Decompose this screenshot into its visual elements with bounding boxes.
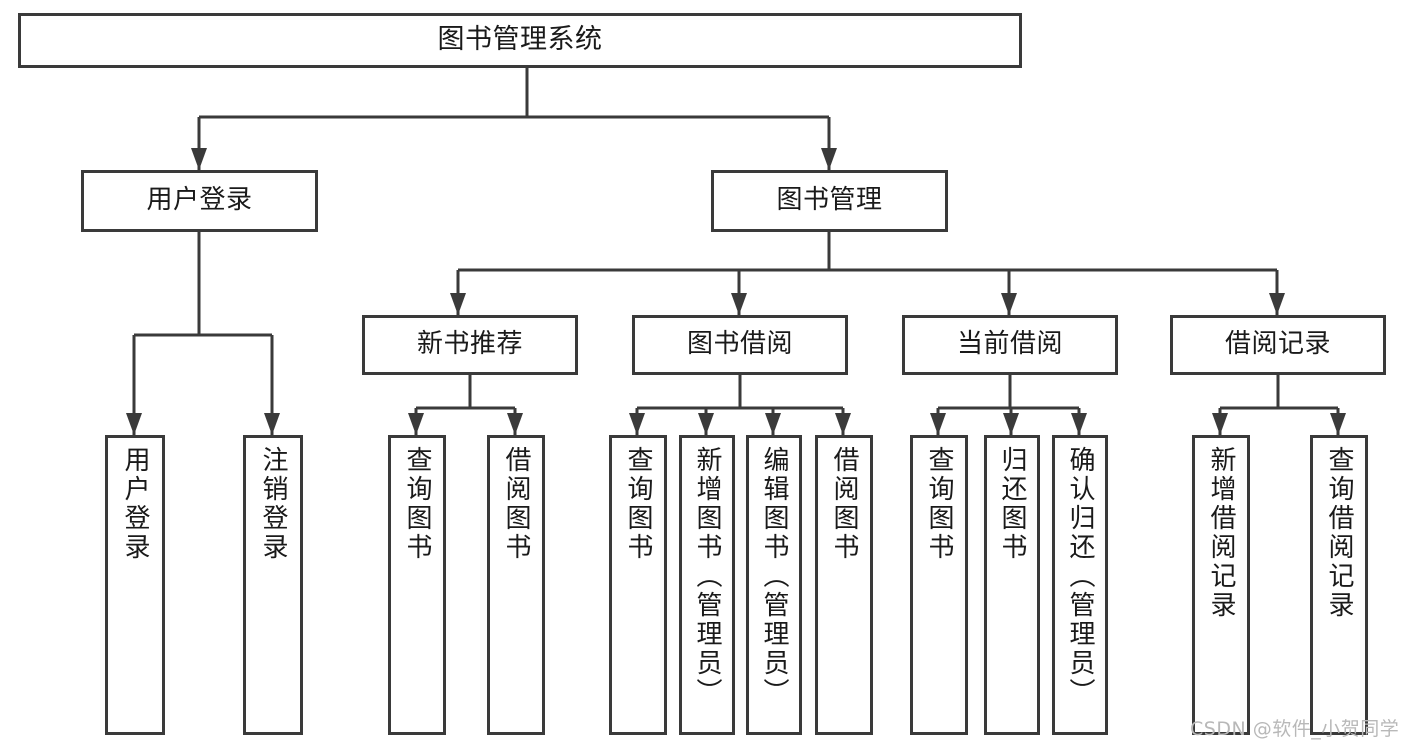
node-label-leaf-rec-borrow: 借阅图书: [501, 446, 531, 562]
node-label-book-manage: 图书管理: [776, 185, 883, 216]
edge-arrowhead-root-to-level1-1: [821, 148, 837, 170]
node-leaf-user-logout[interactable]: 注销登录: [243, 435, 303, 735]
edge-arrowhead-newbookrec-children-1: [507, 413, 523, 435]
edge-arrowhead-bookborrow-children-3: [835, 413, 851, 435]
edge-arrowhead-currentborrow-children-2: [1071, 413, 1087, 435]
edge-arrowhead-bookmanage-children-2: [1001, 293, 1017, 315]
node-book-manage[interactable]: 图书管理: [711, 170, 948, 232]
edge-arrowhead-bookmanage-children-0: [450, 293, 466, 315]
node-label-leaf-bb-add: 新增图书（管理员）: [692, 446, 722, 707]
edge-arrowhead-userlogin-children-1: [264, 413, 280, 435]
node-root[interactable]: 图书管理系统: [18, 13, 1022, 68]
node-label-borrow-record: 借阅记录: [1224, 329, 1331, 360]
node-leaf-bb-add[interactable]: 新增图书（管理员）: [679, 435, 735, 735]
node-label-leaf-bb-query: 查询图书: [623, 446, 653, 562]
node-leaf-cb-return[interactable]: 归还图书: [984, 435, 1040, 735]
edge-arrowhead-bookmanage-children-1: [731, 293, 747, 315]
node-borrow-record[interactable]: 借阅记录: [1170, 315, 1386, 375]
node-label-new-book-rec: 新书推荐: [416, 329, 523, 360]
node-leaf-cb-query[interactable]: 查询图书: [910, 435, 968, 735]
node-user-login[interactable]: 用户登录: [81, 170, 318, 232]
edge-arrowhead-borrowrecord-children-0: [1212, 413, 1228, 435]
edge-arrowhead-bookborrow-children-1: [698, 413, 714, 435]
node-label-leaf-cb-return: 归还图书: [997, 446, 1027, 562]
node-leaf-cb-confirm[interactable]: 确认归还（管理员）: [1052, 435, 1108, 735]
node-leaf-user-login[interactable]: 用户登录: [105, 435, 165, 735]
edge-arrowhead-currentborrow-children-0: [930, 413, 946, 435]
node-leaf-br-add[interactable]: 新增借阅记录: [1192, 435, 1250, 735]
node-label-leaf-bb-borrow: 借阅图书: [829, 446, 859, 562]
node-leaf-bb-borrow[interactable]: 借阅图书: [815, 435, 873, 735]
node-label-leaf-user-logout: 注销登录: [258, 446, 288, 562]
node-label-root: 图书管理系统: [437, 24, 603, 56]
node-leaf-br-query[interactable]: 查询借阅记录: [1310, 435, 1368, 735]
edge-arrowhead-bookborrow-children-0: [629, 413, 645, 435]
node-leaf-rec-borrow[interactable]: 借阅图书: [487, 435, 545, 735]
edge-arrowhead-currentborrow-children-1: [1003, 413, 1019, 435]
edge-arrowhead-bookborrow-children-2: [765, 413, 781, 435]
node-new-book-rec[interactable]: 新书推荐: [362, 315, 578, 375]
node-label-leaf-br-query: 查询借阅记录: [1324, 446, 1354, 620]
node-label-leaf-rec-query: 查询图书: [402, 446, 432, 562]
node-label-leaf-bb-edit: 编辑图书（管理员）: [759, 446, 789, 707]
node-leaf-bb-edit[interactable]: 编辑图书（管理员）: [746, 435, 802, 735]
node-label-leaf-cb-confirm: 确认归还（管理员）: [1065, 446, 1095, 707]
edge-arrowhead-bookmanage-children-3: [1269, 293, 1285, 315]
edge-arrowhead-userlogin-children-0: [126, 413, 142, 435]
node-label-current-borrow: 当前借阅: [956, 329, 1063, 360]
edge-arrowhead-root-to-level1-0: [191, 148, 207, 170]
edge-arrowhead-newbookrec-children-0: [408, 413, 424, 435]
node-label-book-borrow: 图书借阅: [686, 329, 793, 360]
node-book-borrow[interactable]: 图书借阅: [632, 315, 848, 375]
edge-arrowhead-borrowrecord-children-1: [1330, 413, 1346, 435]
node-current-borrow[interactable]: 当前借阅: [902, 315, 1118, 375]
node-leaf-bb-query[interactable]: 查询图书: [609, 435, 667, 735]
node-label-leaf-br-add: 新增借阅记录: [1206, 446, 1236, 620]
node-leaf-rec-query[interactable]: 查询图书: [388, 435, 446, 735]
node-label-leaf-user-login: 用户登录: [120, 446, 150, 562]
node-label-user-login: 用户登录: [146, 185, 253, 216]
node-label-leaf-cb-query: 查询图书: [924, 446, 954, 562]
